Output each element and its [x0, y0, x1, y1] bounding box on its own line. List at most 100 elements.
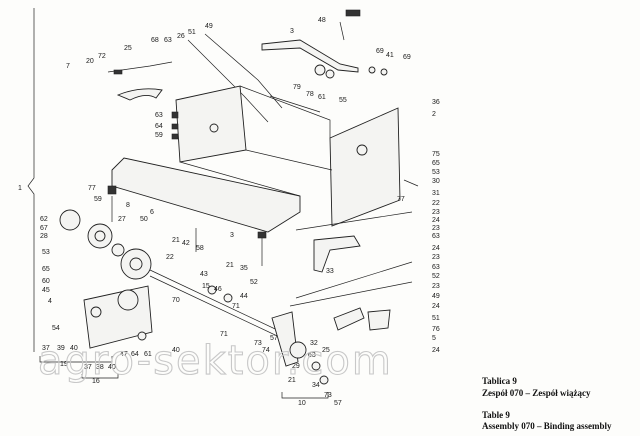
- callout-label: 5: [432, 335, 436, 342]
- callout-label: 51: [188, 29, 196, 36]
- callout-label: 45: [42, 287, 50, 294]
- callout-label: 73: [254, 340, 262, 347]
- callout-label: 38: [96, 364, 104, 371]
- frame-plate-right: [329, 107, 401, 227]
- caption-assembly-pl: Zespół 070 – Zespół wiążący: [482, 388, 591, 398]
- callout-label: 31: [432, 190, 440, 197]
- callout-label: 7: [66, 63, 70, 70]
- rod-51: [187, 39, 269, 123]
- callout-label: 63: [155, 112, 163, 119]
- callout-label: 71: [232, 303, 240, 310]
- callout-label: 40: [108, 364, 116, 371]
- nut-35: [257, 231, 267, 239]
- callout-label: 54: [52, 325, 60, 332]
- callout-label: 3: [290, 28, 294, 35]
- group-brace-10: [281, 392, 329, 399]
- callout-label: 33: [326, 268, 334, 275]
- callout-label: 41: [386, 52, 394, 59]
- callout-label: 32: [310, 340, 318, 347]
- callout-label: 24: [432, 245, 440, 252]
- callout-label: 27: [118, 216, 126, 223]
- hub-32: [289, 341, 307, 359]
- callout-label: 65: [42, 266, 50, 273]
- callout-label: 65: [432, 160, 440, 167]
- caption-table-pl: Tablica 9: [482, 376, 517, 386]
- callout-label: 19: [60, 361, 68, 368]
- pin-30: [403, 179, 419, 187]
- caption-table-en: Table 9: [482, 410, 510, 420]
- callout-label: 68: [151, 37, 159, 44]
- pin-20: [113, 69, 123, 75]
- callout-label: 78: [306, 91, 314, 98]
- callout-label: 58: [196, 245, 204, 252]
- callout-label: 77: [88, 185, 96, 192]
- gear-62: [59, 209, 81, 231]
- callout-label: 57: [334, 400, 342, 407]
- callout-label: 37: [84, 364, 92, 371]
- link-55: [269, 95, 321, 113]
- shaft-22-edge: [149, 275, 291, 343]
- rod-23: [295, 261, 413, 299]
- callout-label: 77: [397, 196, 405, 203]
- washer-60: [111, 243, 125, 257]
- callout-label: 39: [57, 345, 65, 352]
- disc-hub: [129, 257, 143, 271]
- callout-label: 75: [432, 151, 440, 158]
- rod-24-upper: [295, 211, 413, 231]
- callout-label: 25: [124, 45, 132, 52]
- bracket-label: 1: [18, 185, 22, 192]
- callout-label: 26: [177, 33, 185, 40]
- arm-76: [367, 309, 391, 331]
- callout-label: 16: [92, 378, 100, 385]
- callout-label: 61: [318, 94, 326, 101]
- callout-label: 2: [432, 111, 436, 118]
- callout-label: 69: [403, 54, 411, 61]
- callout-label: 53: [42, 249, 50, 256]
- callout-label: 57: [270, 335, 278, 342]
- callout-label: 49: [205, 23, 213, 30]
- callout-label: 63: [432, 264, 440, 271]
- callout-label: 4: [48, 298, 52, 305]
- washer-41: [380, 68, 388, 76]
- callout-label: 23: [432, 225, 440, 232]
- arm-33: [313, 235, 361, 273]
- callout-label: 49: [432, 293, 440, 300]
- blade-7: [116, 88, 163, 101]
- bolt-59: [171, 133, 179, 140]
- callout-label: 24: [432, 303, 440, 310]
- callout-label: 74: [262, 347, 270, 354]
- callout-label: 28: [40, 233, 48, 240]
- callout-label: 15: [202, 283, 210, 290]
- callout-label: 40: [70, 345, 78, 352]
- nut-47: [137, 331, 147, 341]
- callout-label: 47: [120, 351, 128, 358]
- callout-label: 69: [376, 48, 384, 55]
- callout-label: 44: [240, 293, 248, 300]
- callout-label: 43: [200, 271, 208, 278]
- callout-label: 24: [432, 347, 440, 354]
- callout-label: 34: [312, 382, 320, 389]
- callout-label: 51: [432, 315, 440, 322]
- callout-label: 59: [94, 196, 102, 203]
- callout-label: 10: [298, 400, 306, 407]
- callout-label: 79: [293, 84, 301, 91]
- callout-label: 64: [131, 351, 139, 358]
- callout-label: 73: [324, 392, 332, 399]
- washer-34: [311, 361, 321, 371]
- callout-label: 40: [172, 347, 180, 354]
- lever-3: [261, 39, 359, 73]
- callout-label: 52: [250, 279, 258, 286]
- callout-label: 50: [140, 216, 148, 223]
- arm-51: [333, 307, 365, 331]
- callout-label: 60: [42, 278, 50, 285]
- bearing-hole: [356, 144, 368, 156]
- callout-label: 52: [432, 273, 440, 280]
- shaft-22: [149, 269, 291, 337]
- rod-49-lower: [289, 281, 413, 307]
- callout-label: 72: [98, 53, 106, 60]
- collar-46: [223, 293, 233, 303]
- callout-label: 21: [226, 262, 234, 269]
